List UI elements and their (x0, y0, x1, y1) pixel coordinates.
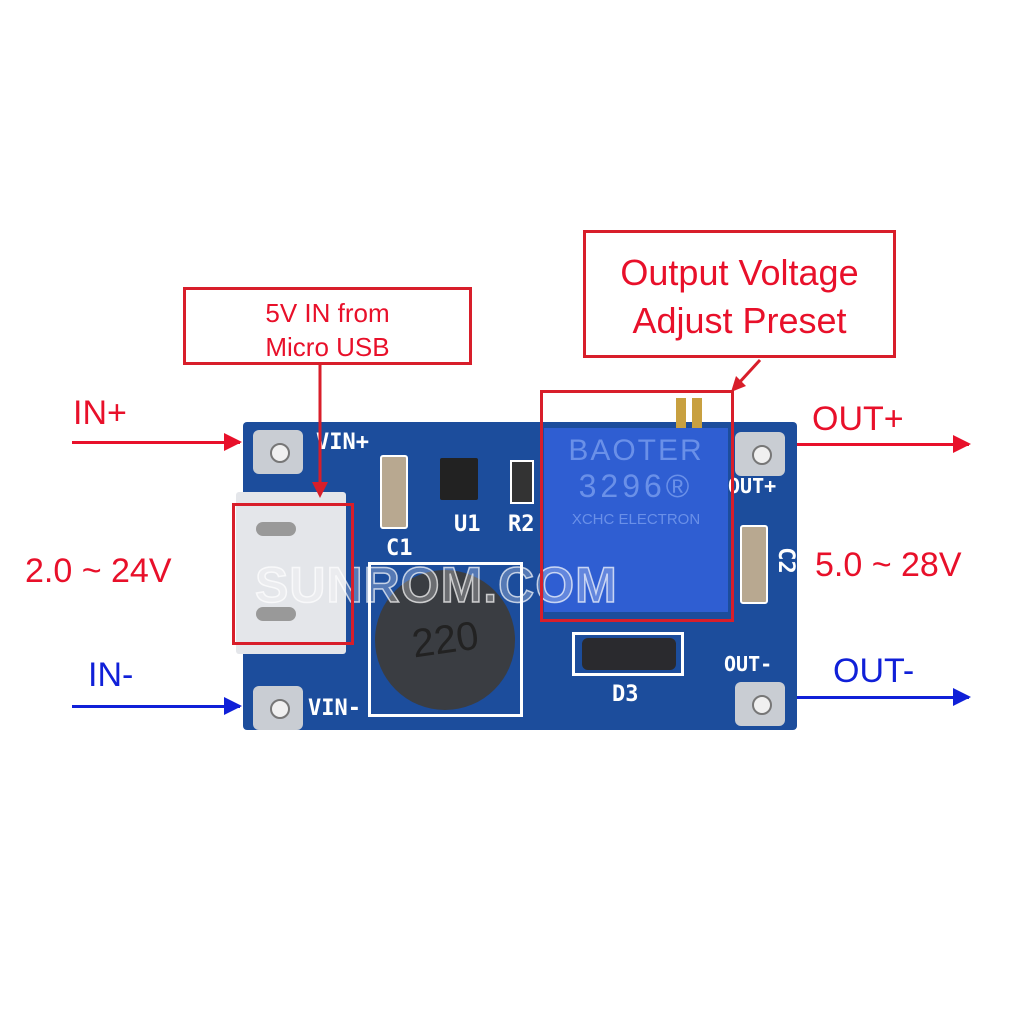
silk-r2: R2 (508, 512, 535, 537)
out-plus-arrow (797, 435, 971, 453)
out-minus-label: OUT- (833, 652, 915, 690)
in-plus-label: IN+ (73, 394, 127, 432)
silk-c1: C1 (386, 536, 413, 561)
out-minus-arrow (797, 688, 971, 706)
chip-u1 (440, 458, 478, 500)
usb-annotation-line2: Micro USB (265, 332, 390, 362)
vin-plus-pad (253, 430, 303, 474)
out-plus-label: OUT+ (812, 400, 904, 438)
capacitor-c2 (740, 525, 768, 604)
pot-maker: XCHC ELECTRON (571, 511, 701, 528)
capacitor-c1 (380, 455, 408, 529)
pot-brand: BAOTER (568, 434, 704, 467)
in-minus-arrow (72, 697, 242, 715)
out-plus-pad (735, 432, 785, 476)
usb-annotation-box: 5V IN from Micro USB (183, 287, 472, 365)
resistor-r2 (510, 460, 534, 504)
out-minus-pad (735, 682, 785, 726)
input-range-label: 2.0 ~ 24V (25, 552, 172, 590)
pot-pin (692, 398, 702, 430)
usb-pointer-arrowhead (312, 482, 328, 498)
pot-pin (676, 398, 686, 430)
output-range-label: 5.0 ~ 28V (815, 546, 962, 584)
in-plus-arrow (72, 433, 242, 451)
diode-d3 (582, 638, 676, 670)
in-minus-label: IN- (88, 656, 134, 694)
micro-usb-connector (236, 492, 346, 654)
pot-annotation-line1: Output Voltage (620, 252, 859, 293)
trimmer-potentiometer[interactable]: BAOTER 3296® XCHC ELECTRON (544, 428, 728, 612)
pot-highlight-box (540, 390, 734, 622)
vin-minus-pad (253, 686, 303, 730)
silk-u1: U1 (454, 512, 481, 537)
diode-outline (572, 632, 684, 676)
watermark: SUNROM.COM (254, 556, 618, 614)
usb-highlight-box (232, 503, 354, 645)
silk-vin-minus: VIN- (308, 696, 361, 721)
pot-annotation-box: Output Voltage Adjust Preset (583, 230, 896, 358)
silk-d3: D3 (612, 682, 639, 707)
inductor-outline (368, 562, 523, 717)
pot-pointer-arrow (736, 358, 762, 386)
pot-model: 3296® (578, 468, 694, 504)
usb-annotation-line1: 5V IN from (265, 298, 390, 328)
silk-out-plus: OUT+ (728, 474, 777, 498)
inductor: 220 (375, 570, 515, 710)
silk-vin-plus: VIN+ (316, 430, 369, 455)
pot-pointer-arrowhead (731, 376, 746, 392)
pot-annotation-line2: Adjust Preset (632, 300, 847, 341)
silk-out-minus: OUT- (724, 652, 773, 676)
